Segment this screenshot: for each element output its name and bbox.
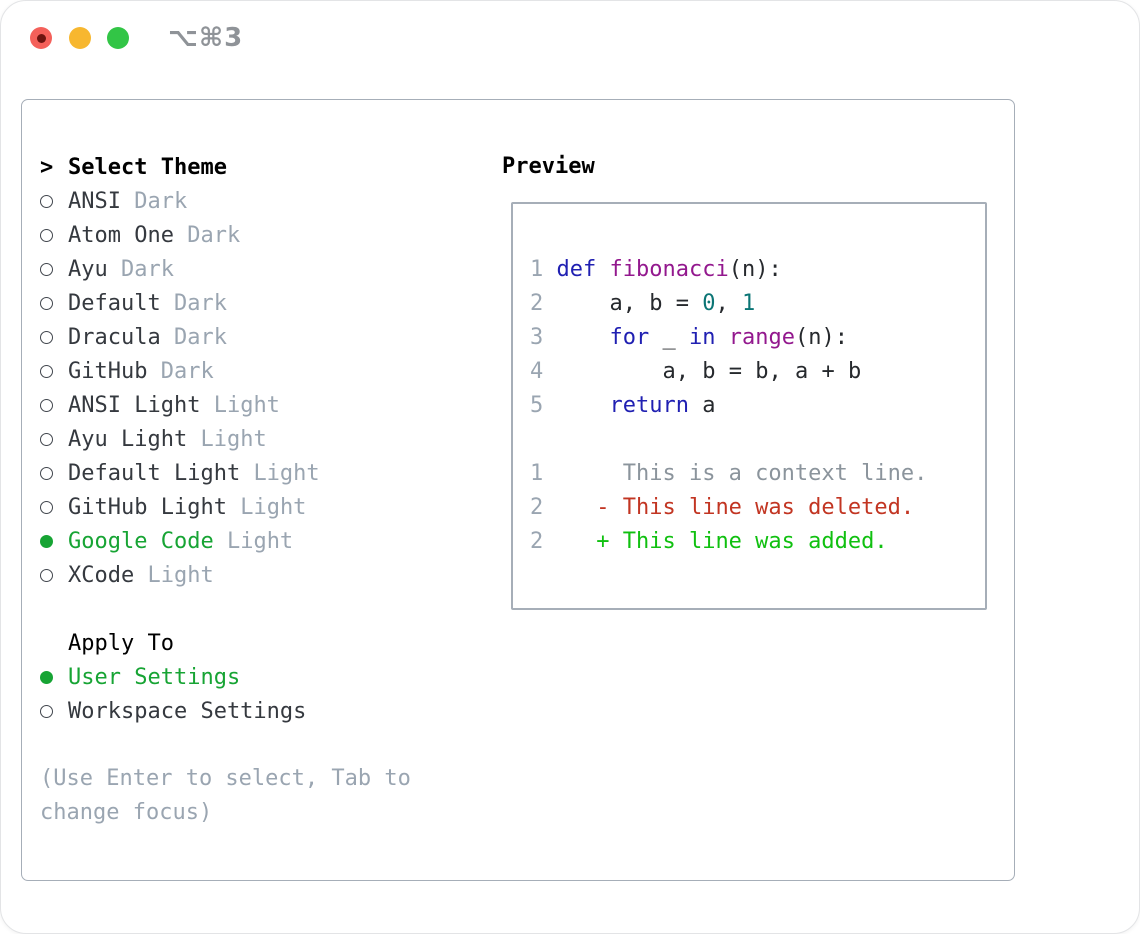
preview-heading: Preview (502, 154, 595, 179)
theme-option[interactable]: ANSI Dark (40, 184, 460, 218)
close-button[interactable] (30, 27, 52, 49)
select-theme-heading: > Select Theme (40, 150, 460, 184)
code-preview: 1 def fibonacci(n): 2 a, b = 0, 1 3 for _ … (513, 204, 985, 559)
diff-line: 1 This is a context line. (530, 461, 928, 486)
option-name: User Settings (68, 664, 241, 690)
diff-sample: 1 This is a context line. 2 - This line w… (530, 457, 985, 559)
option-name: Default (68, 290, 161, 316)
option-name: Google Code (68, 528, 214, 554)
minimize-button[interactable] (69, 27, 91, 49)
radio-icon (40, 500, 53, 514)
diff-line: 2 - This line was deleted. (530, 495, 915, 520)
option-label: User Settings (68, 665, 240, 690)
theme-option[interactable]: Dracula Dark (40, 320, 460, 354)
theme-option[interactable]: Atom One Dark (40, 218, 460, 252)
option-variant: Dark (134, 188, 188, 214)
radio-icon (40, 364, 53, 378)
option-variant: Dark (160, 358, 214, 384)
option-label: GitHub Light Light (68, 495, 306, 520)
option-variant: Light (200, 426, 267, 452)
option-label: Ayu Dark (68, 257, 174, 282)
option-name: Workspace Settings (68, 698, 307, 724)
option-label: Atom One Dark (68, 223, 240, 248)
apply-to-heading: Apply To (68, 626, 460, 660)
option-name: ANSI Light (68, 392, 201, 418)
prompt-caret: > (40, 154, 54, 180)
option-name: GitHub (68, 358, 148, 384)
option-label: Default Dark (68, 291, 227, 316)
option-variant: Light (147, 562, 214, 588)
radio-icon (40, 262, 53, 276)
theme-option[interactable]: Default Dark (40, 286, 460, 320)
option-label: Ayu Light Light (68, 427, 267, 452)
window-title: ⌥⌘3 (168, 23, 244, 53)
option-variant: Dark (187, 222, 241, 248)
theme-option[interactable]: GitHub Dark (40, 354, 460, 388)
option-variant: Light (240, 494, 307, 520)
code-line: 1 def fibonacci(n): (530, 257, 782, 282)
option-name: Ayu (68, 256, 108, 282)
theme-option[interactable]: Ayu Dark (40, 252, 460, 286)
option-name: Ayu Light (68, 426, 188, 452)
radio-selected-icon (40, 534, 53, 548)
option-label: Workspace Settings (68, 699, 306, 724)
radio-icon (40, 330, 53, 344)
syntax-sample: 1 def fibonacci(n): 2 a, b = 0, 1 3 for _ … (530, 253, 985, 423)
radio-selected-icon (40, 670, 53, 684)
option-label: GitHub Dark (68, 359, 214, 384)
apply-option[interactable]: Workspace Settings (40, 694, 460, 728)
zoom-button[interactable] (107, 27, 129, 49)
apply-option[interactable]: User Settings (40, 660, 460, 694)
option-name: GitHub Light (68, 494, 227, 520)
radio-icon (40, 296, 53, 310)
radio-icon (40, 466, 53, 480)
select-theme-label: Select Theme (68, 154, 227, 180)
theme-option[interactable]: Ayu Light Light (40, 422, 460, 456)
code-line: 5 return a (530, 393, 716, 418)
option-variant: Light (226, 528, 294, 554)
radio-icon (40, 398, 53, 412)
option-name: Atom One (68, 222, 174, 248)
option-variant: Dark (173, 290, 227, 316)
theme-option[interactable]: Default Light Light (40, 456, 460, 490)
option-variant: Dark (173, 324, 227, 350)
option-name: XCode (68, 562, 135, 588)
option-variant: Light (253, 460, 320, 486)
radio-icon (40, 228, 53, 242)
code-line: 4 a, b = b, a + b (530, 359, 862, 384)
radio-icon (40, 194, 53, 208)
option-name: ANSI (68, 188, 121, 214)
hint-text: (Use Enter to select, Tab to change focu… (40, 766, 411, 825)
option-variant: Light (213, 392, 280, 418)
option-label: ANSI Light Light (68, 393, 280, 418)
option-variant: Dark (121, 256, 174, 282)
theme-option[interactable]: Google Code Light (40, 524, 460, 558)
code-line: 3 for _ in range(n): (530, 325, 848, 350)
theme-option[interactable]: ANSI Light Light (40, 388, 460, 422)
option-name: Dracula (68, 324, 161, 350)
option-label: ANSI Dark (68, 189, 187, 214)
radio-icon (40, 568, 53, 582)
option-label: Dracula Dark (68, 325, 227, 350)
option-name: Default Light (68, 460, 241, 486)
option-label: XCode Light (68, 563, 214, 588)
apply-to-label: Apply To (68, 630, 174, 656)
code-line: 2 a, b = 0, 1 (530, 291, 756, 316)
theme-option[interactable]: GitHub Light Light (40, 490, 460, 524)
radio-icon (40, 704, 53, 718)
preview-pane: 1 def fibonacci(n): 2 a, b = 0, 1 3 for _ … (511, 202, 987, 610)
option-label: Default Light Light (68, 461, 320, 486)
theme-option[interactable]: XCode Light (40, 558, 460, 592)
option-label: Google Code Light (68, 529, 293, 554)
diff-line: 2 + This line was added. (530, 529, 888, 554)
radio-icon (40, 432, 53, 446)
